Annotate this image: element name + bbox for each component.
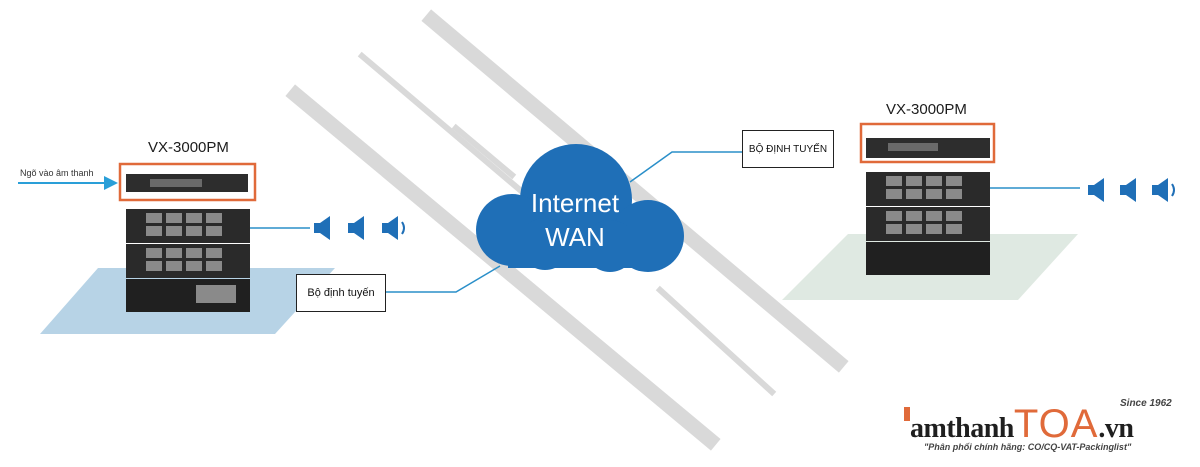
left-model-label: VX-3000PM	[148, 139, 229, 156]
cloud-text-line-2: WAN	[545, 222, 605, 252]
left-speaker-icon-2	[348, 216, 364, 240]
right-vx-highlight	[859, 122, 996, 164]
logo-prefix: amthanh	[910, 413, 1014, 444]
audio-input-label: Ngõ vào âm thanh	[20, 168, 94, 178]
audio-input-arrow	[18, 176, 118, 190]
left-vx-highlight	[118, 162, 257, 202]
left-router-box: Bộ định tuyến	[296, 274, 386, 312]
right-router-box: BỘ ĐỊNH TUYẾN	[742, 130, 834, 168]
right-speaker-icon-3	[1152, 178, 1175, 202]
right-speaker-icon-1	[1088, 178, 1104, 202]
brand-logo: amthanhTOA.vn Since 1962 "Phân phối chín…	[904, 396, 1194, 462]
right-equipment-rack	[866, 138, 990, 275]
left-equipment-rack	[120, 166, 252, 312]
left-speaker-icon-3	[382, 216, 405, 240]
logo-orange-mark	[904, 407, 910, 421]
connection-lines	[250, 151, 1080, 293]
internet-cloud	[476, 144, 684, 272]
logo-since: Since 1962	[1120, 398, 1172, 409]
cloud-text-line-1: Internet	[530, 188, 620, 218]
logo-suffix: .vn	[1098, 413, 1134, 444]
left-speaker-icon-1	[314, 216, 330, 240]
wan-stripes	[285, 9, 849, 451]
logo-tagline: "Phân phối chính hãng: CO/CQ-VAT-Packing…	[924, 442, 1132, 452]
logo-wordmark: amthanhTOA.vn	[910, 402, 1134, 447]
right-speaker-icon-2	[1120, 178, 1136, 202]
cloud-text: Internet WAN	[512, 186, 638, 254]
logo-brand: TOA	[1013, 402, 1099, 446]
right-model-label: VX-3000PM	[886, 101, 967, 118]
